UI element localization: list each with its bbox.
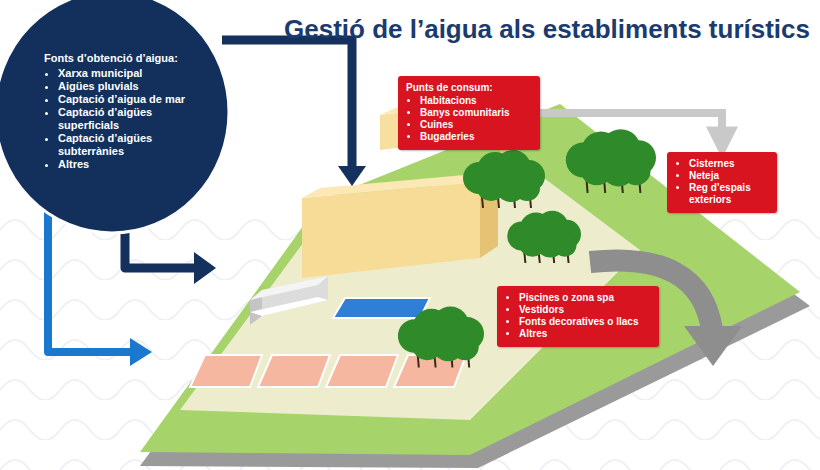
list-item: Aigües pluvials	[58, 80, 212, 93]
tree-crown	[553, 233, 576, 256]
consumption-box: Punts de consum:HabitacionsBanys comunit…	[398, 76, 540, 150]
list-item: Vestidors	[519, 304, 651, 316]
bullet-list: CisternesNetejaReg d’espais exteriors	[675, 158, 769, 206]
list-item: Altres	[58, 158, 212, 171]
list-item: Captació d’aigua de mar	[58, 93, 212, 106]
list-item: Piscines o zona spa	[519, 292, 651, 304]
bullet-list: Xarxa municipalAigües pluvialsCaptació d…	[44, 67, 212, 171]
bullet-list: HabitacionsBanys comunitarisCuinesBugade…	[406, 95, 532, 143]
consumption-box: CisternesNetejaReg d’espais exteriors	[667, 152, 777, 213]
tree-crown	[622, 157, 651, 186]
list-item: Captació d’aigües superficials	[58, 106, 212, 132]
ground	[140, 104, 800, 455]
box-heading: Fonts d’obtenció d’aigua:	[44, 52, 212, 65]
list-item: Xarxa municipal	[58, 67, 212, 80]
box-heading: Punts de consum:	[406, 82, 532, 94]
list-item: Fonts decoratives o llacs	[519, 316, 651, 328]
list-item: Bugaderies	[420, 131, 532, 143]
service-block	[250, 276, 328, 325]
list-item: Cuines	[420, 119, 532, 131]
consumption-box: Piscines o zona spaVestidorsFonts decora…	[497, 286, 659, 347]
swimming-pool	[333, 298, 430, 318]
tree-crown	[514, 175, 540, 201]
list-item: Banys comunitaris	[420, 107, 532, 119]
list-item: Captació d’aigües subterrànies	[58, 132, 212, 158]
water-sources-circle: Fonts d’obtenció d’aigua: Xarxa municipal…	[0, 0, 232, 236]
list-item: Neteja	[689, 170, 769, 182]
list-item: Habitacions	[420, 95, 532, 107]
list-item: Cisternes	[689, 158, 769, 170]
list-item: Altres	[519, 328, 651, 340]
list-item: Reg d’espais exteriors	[689, 182, 769, 206]
diagram-title: Gestió de l’aigua als establiments turís…	[220, 14, 810, 45]
bullet-list: Piscines o zona spaVestidorsFonts decora…	[505, 292, 651, 340]
flow-arrow	[540, 113, 722, 144]
tree-crown	[451, 333, 478, 360]
